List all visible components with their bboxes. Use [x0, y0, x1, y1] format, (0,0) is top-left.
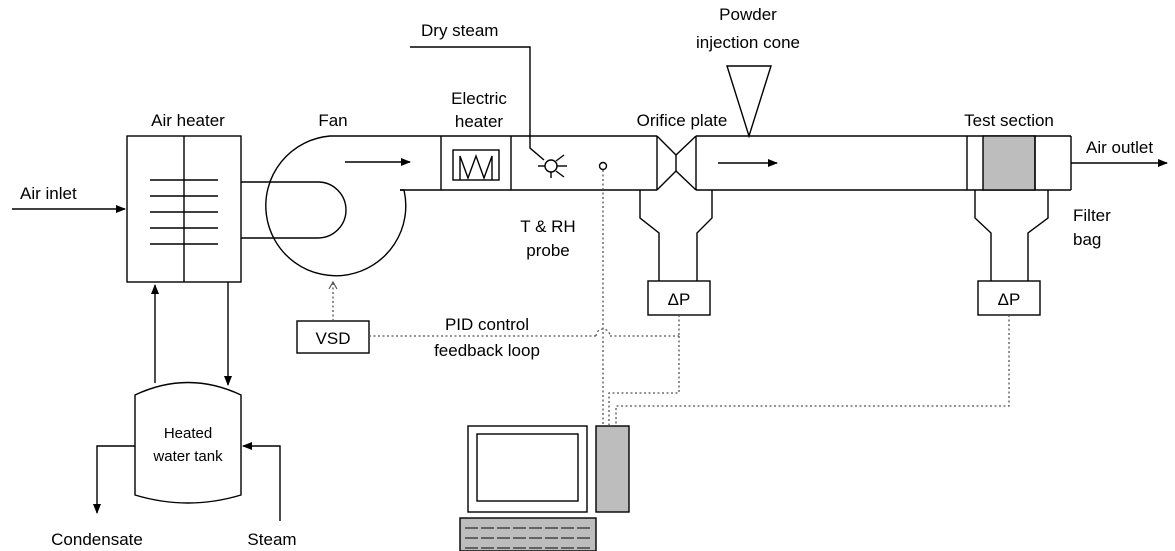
- pid-label-1: PID control: [445, 315, 529, 334]
- condensate-label: Condensate: [51, 530, 143, 549]
- air-outlet-label: Air outlet: [1086, 138, 1153, 157]
- air-heater-label: Air heater: [151, 111, 225, 130]
- test-section: [966, 135, 1036, 191]
- trh-probe-label-2: probe: [526, 241, 569, 260]
- electric-heater-label-1: Electric: [451, 89, 507, 108]
- trh-probe: [598, 161, 608, 425]
- electric-heater: [440, 136, 512, 190]
- orifice-plate: [656, 135, 697, 191]
- pid-loop-line: [369, 328, 679, 337]
- pid-label-2: feedback loop: [434, 341, 540, 360]
- heated-water-tank: [134, 381, 242, 504]
- computer: [459, 425, 630, 551]
- air-heater: [126, 135, 242, 283]
- filter-bag-label-2: bag: [1073, 230, 1101, 249]
- fan: [241, 135, 407, 277]
- dp-filter-label: ΔP: [998, 290, 1021, 309]
- keyboard: [459, 517, 597, 551]
- powder-label-2: injection cone: [696, 33, 800, 52]
- tank-label-1: Heated: [164, 425, 212, 442]
- vsd-label: VSD: [316, 329, 351, 348]
- tank-label-2: water tank: [152, 448, 223, 465]
- condensate-arrow: [93, 445, 135, 514]
- dry-steam-label: Dry steam: [421, 21, 498, 40]
- air-inlet-label: Air inlet: [20, 184, 77, 203]
- steam-arrow: [242, 442, 281, 521]
- dry-steam-line: [410, 46, 567, 178]
- filter-bag-hopper: [974, 190, 1049, 316]
- powder-injection-cone: [726, 65, 772, 139]
- filter-bag-label-1: Filter: [1073, 206, 1111, 225]
- test-section-label: Test section: [964, 111, 1054, 130]
- orifice-plate-label: Orifice plate: [637, 111, 728, 130]
- fan-label: Fan: [318, 111, 347, 130]
- dp-orifice-label: ΔP: [668, 290, 691, 309]
- signal-cables: [608, 315, 1010, 425]
- powder-label-1: Powder: [719, 5, 777, 24]
- trh-probe-label-1: T & RH: [520, 217, 575, 236]
- electric-heater-label-2: heater: [455, 112, 504, 131]
- steam-label: Steam: [247, 530, 296, 549]
- vsd-box: [296, 320, 370, 354]
